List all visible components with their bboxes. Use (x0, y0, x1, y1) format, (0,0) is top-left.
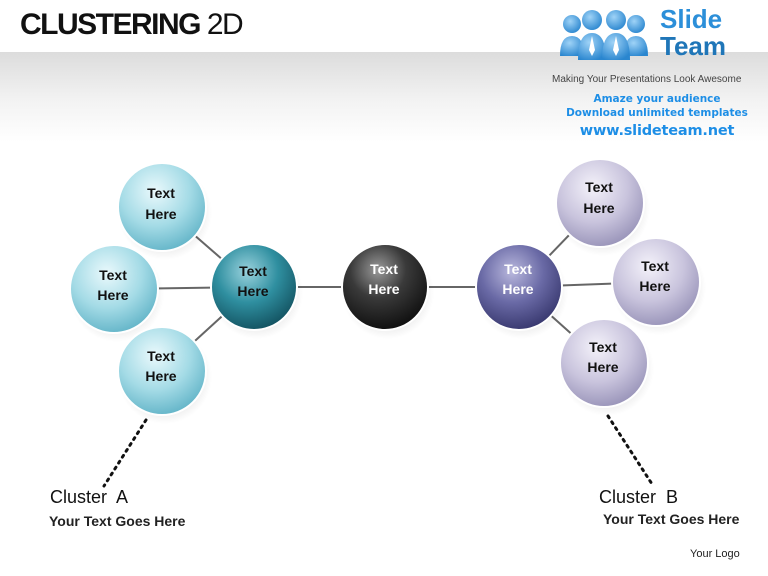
logo-tagline: Making Your Presentations Look Awesome (552, 74, 742, 85)
node-sphere (210, 243, 298, 331)
node-text-line2: Here (502, 281, 533, 297)
logo-promo-line2: Download unlimited templates (566, 107, 748, 119)
cluster-b-subtitle: Your Text Goes Here (603, 511, 740, 527)
node-text-line2: Here (368, 281, 399, 297)
header-band (0, 52, 768, 142)
people-group-icon (560, 10, 648, 60)
slide-title-rest: 2D (200, 8, 244, 41)
node-sphere (69, 244, 159, 334)
node-sphere (555, 158, 645, 248)
node-text-line2: Here (639, 278, 670, 294)
logo-brand-line1: Slide (660, 4, 723, 34)
node-text-line2: Here (237, 283, 268, 299)
cluster-b-label: Cluster B (599, 487, 679, 507)
node-sphere (117, 162, 207, 252)
node-sphere (559, 318, 649, 408)
dotted-leaders (102, 414, 654, 488)
node-sphere (117, 326, 207, 416)
node-text-line2: Here (587, 359, 618, 375)
node-sphere (341, 243, 429, 331)
logo-promo-line1: Amaze your audience (593, 93, 721, 105)
logo-brand-line2: Team (660, 31, 726, 61)
node-text-line2: Here (145, 206, 176, 222)
node-text-line1: Text (239, 263, 267, 279)
node-text-line1: Text (504, 261, 532, 277)
node-text-line1: Text (641, 258, 669, 274)
logo-brand: Slide Team (660, 6, 726, 60)
node-text-line1: Text (585, 179, 613, 195)
node-text-line2: Here (97, 287, 128, 303)
node-text-line2: Here (145, 368, 176, 384)
node-text-line1: Text (370, 261, 398, 277)
cluster-a-subtitle: Your Text Goes Here (49, 513, 186, 529)
logo-url-link[interactable]: www.slideteam.net (579, 123, 735, 139)
node-sphere (611, 237, 701, 327)
node-layer: TextHereTextHereTextHereTextHereTextHere… (69, 158, 706, 424)
node-text-line1: Text (147, 348, 175, 364)
node-text-line2: Here (583, 200, 614, 216)
node-text-line1: Text (589, 339, 617, 355)
slideteam-logo[interactable]: Slide Team Making Your Presentations Loo… (552, 4, 764, 144)
logo-promo: Amaze your audience Download unlimited t… (554, 92, 760, 142)
node-sphere (475, 243, 563, 331)
node-text-line1: Text (147, 185, 175, 201)
slide-title-bold: CLUSTERING (20, 8, 202, 41)
cluster-a-leader (102, 418, 148, 488)
cluster-b-leader (606, 414, 654, 486)
node-text-line1: Text (99, 267, 127, 283)
slide-title: CLUSTERING 2D (20, 8, 244, 42)
cluster-a-label: Cluster A (50, 487, 129, 507)
your-logo-placeholder: Your Logo (690, 548, 740, 560)
